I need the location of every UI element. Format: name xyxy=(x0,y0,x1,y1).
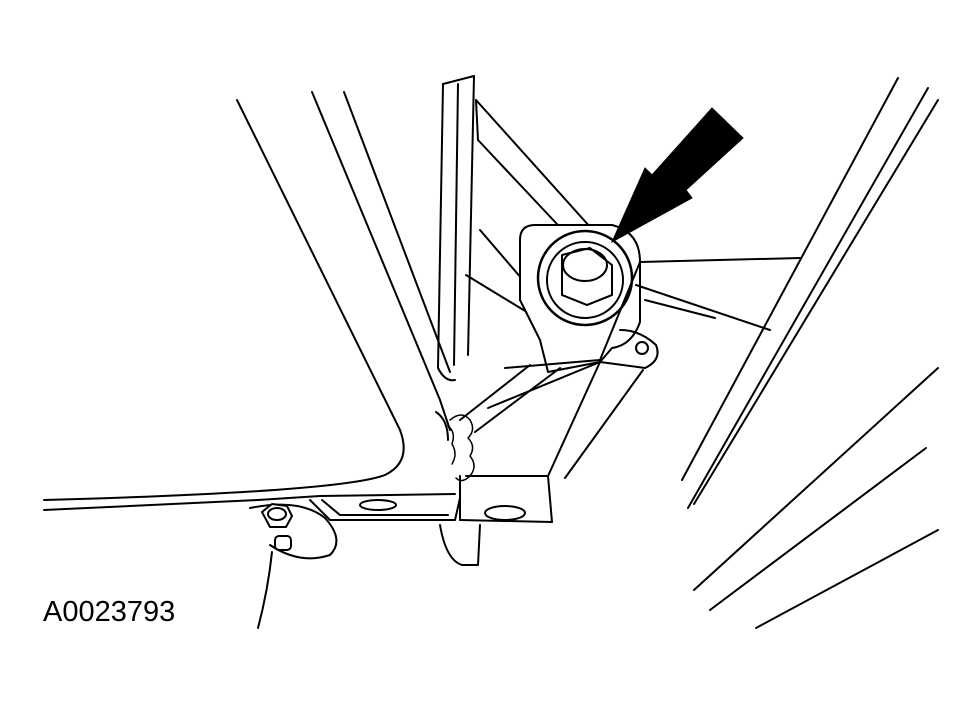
callout-arrow-icon xyxy=(610,107,744,244)
figure-id-label: A0023793 xyxy=(43,596,176,628)
bracket xyxy=(459,224,659,523)
engine-block-edge xyxy=(43,91,456,511)
lower-bolt xyxy=(257,503,293,629)
lower-plate xyxy=(249,497,481,566)
bracket-bolt xyxy=(536,229,634,327)
weld-seam xyxy=(447,414,475,482)
cross-arm xyxy=(635,257,801,331)
vertical-member xyxy=(437,75,475,382)
frame-rails xyxy=(681,77,939,629)
